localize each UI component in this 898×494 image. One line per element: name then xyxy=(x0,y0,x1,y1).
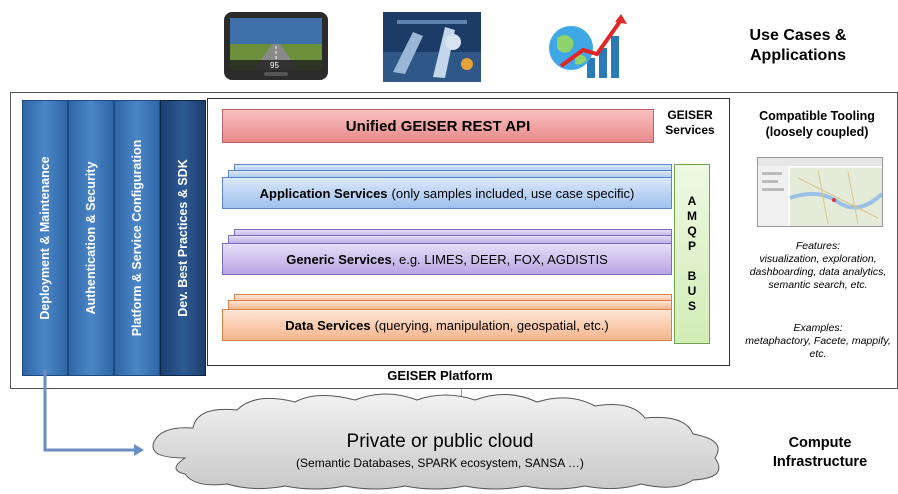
features-block: Features: visualization, exploration, da… xyxy=(744,240,892,292)
data-services-layer: Data Services (querying, manipulation, g… xyxy=(222,309,672,341)
examples-text: metaphactory, Facete, mappify, etc. xyxy=(745,335,891,360)
pillar-deployment-maintenance: Deployment & Maintenance xyxy=(22,100,68,376)
pillar-dev-best-practices: Dev. Best Practices & SDK xyxy=(160,100,206,376)
use-cases-title: Use Cases & Applications xyxy=(749,27,847,64)
amqp-letter: U xyxy=(687,284,697,298)
amqp-letter: Q xyxy=(687,224,697,238)
cloud-title: Private or public cloud xyxy=(346,431,534,452)
pillar-label: Authentication & Security xyxy=(84,161,98,315)
pillar-label: Platform & Service Configuration xyxy=(130,139,144,337)
amqp-letter: B xyxy=(687,269,697,283)
cloud-shape xyxy=(152,393,720,490)
features-text: visualization, exploration, dashboarding… xyxy=(749,253,887,291)
generic-services-detail: , e.g. LIMES, DEER, FOX, AGDISTIS xyxy=(391,251,608,267)
compute-infrastructure-title: Compute Infrastructure xyxy=(772,435,868,470)
data-services-title: Data Services xyxy=(285,317,371,333)
application-services-title: Application Services xyxy=(259,185,388,201)
examples-heading: Examples: xyxy=(793,322,843,334)
platform-label: GEISER Platform xyxy=(387,368,493,383)
examples-block: Examples: metaphactory, Facete, mappify,… xyxy=(744,322,892,361)
amqp-letter: M xyxy=(687,209,697,223)
svg-text:95: 95 xyxy=(270,61,279,70)
cloud-subtitle: (Semantic Databases, SPARK ecosystem, SA… xyxy=(296,456,584,470)
amqp-bus: A M Q P B U S xyxy=(674,164,710,344)
deployment-arrow xyxy=(43,370,144,456)
navigation-device-image: 95 xyxy=(224,12,328,80)
generic-services-title: Generic Services xyxy=(286,251,392,267)
factory-image xyxy=(383,12,481,82)
globe-growth-image xyxy=(541,8,631,82)
pillar-authentication-security: Authentication & Security xyxy=(68,100,114,376)
pillar-platform-configuration: Platform & Service Configuration xyxy=(114,100,160,376)
data-services-detail: (querying, manipulation, geospatial, etc… xyxy=(374,317,609,333)
amqp-letter: A xyxy=(687,194,697,208)
application-services-layer: Application Services (only samples inclu… xyxy=(222,177,672,209)
amqp-letter: P xyxy=(687,239,696,253)
amqp-letter: S xyxy=(687,299,696,313)
services-label: GEISER Services xyxy=(665,108,715,137)
application-services-detail: (only samples included, use case specifi… xyxy=(391,185,635,201)
rest-api-bar: Unified GEISER REST API xyxy=(222,109,654,143)
tooling-title: Compatible Tooling (loosely coupled) xyxy=(759,109,875,139)
map-thumbnail-image xyxy=(757,157,883,227)
pillar-label: Dev. Best Practices & SDK xyxy=(176,159,190,317)
pillar-label: Deployment & Maintenance xyxy=(38,156,52,320)
generic-services-layer: Generic Services , e.g. LIMES, DEER, FOX… xyxy=(222,243,672,275)
features-heading: Features: xyxy=(795,240,841,252)
